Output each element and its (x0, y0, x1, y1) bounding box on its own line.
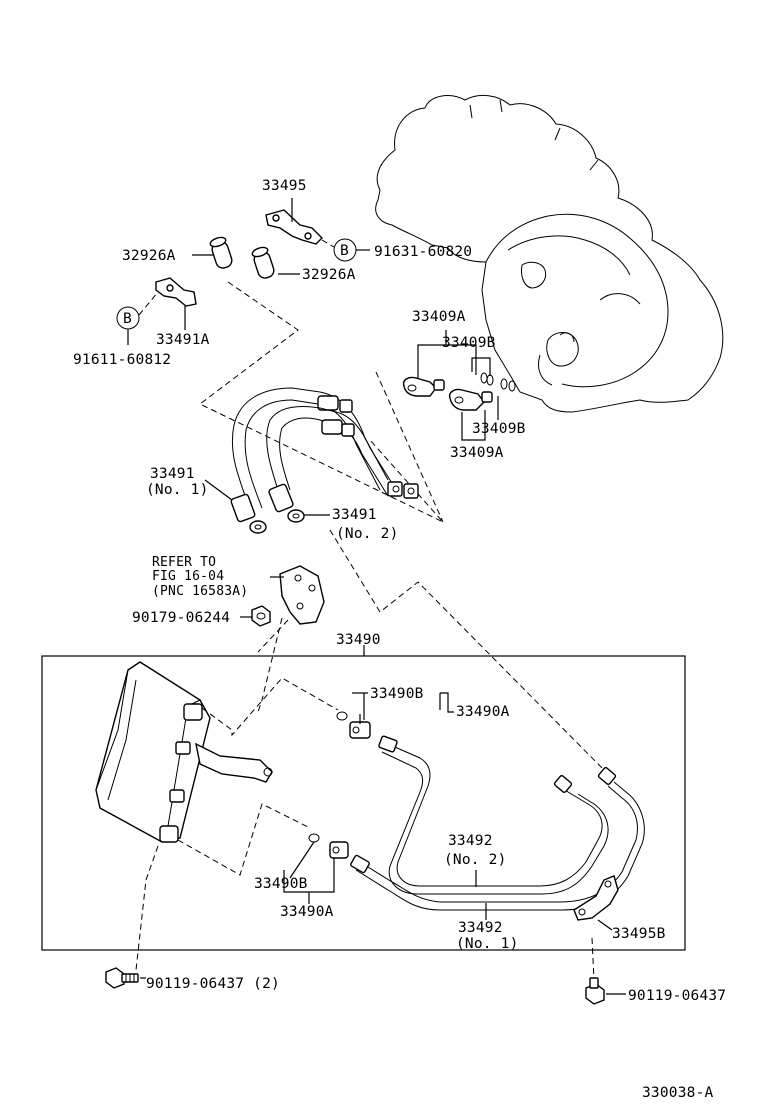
bracket-refer-16583a (279, 565, 325, 625)
label-32926a-bottom: 32926A (302, 267, 356, 283)
nut-90179 (251, 605, 271, 627)
label-90119-left: 90119-06437 (2) (146, 976, 280, 992)
label-33492-no1-number: 33492 (458, 920, 503, 936)
bracket-33495 (265, 198, 323, 245)
label-33490a-top: 33490A (456, 704, 510, 720)
label-refer-line1: REFER TO (152, 555, 216, 570)
label-refer-line2: FIG 16-04 (152, 569, 224, 584)
label-90119-right: 90119-06437 (628, 988, 726, 1004)
label-33491a: 33491A (156, 332, 210, 348)
label-33409a-bottom: 33409A (450, 445, 504, 461)
label-33491-no1-sub: (No. 1) (146, 482, 209, 498)
label-33409b-top: 33409B (442, 335, 496, 351)
label-33492-no1-sub: (No. 1) (456, 936, 519, 952)
label-33409b-bottom: 33409B (472, 421, 526, 437)
transaxle-housing (375, 94, 724, 413)
label-32926a-top: 32926A (122, 248, 176, 264)
label-33492-no2-number: 33492 (448, 833, 493, 849)
label-refer-line3: (PNC 16583A) (152, 584, 248, 599)
union-33490a-lower (329, 841, 349, 859)
bolt-90119-right (585, 977, 605, 1005)
union-33490a-upper (349, 721, 371, 739)
label-33409a-top: 33409A (412, 309, 466, 325)
label-33495b: 33495B (612, 926, 666, 942)
hose-33491-no1 (230, 387, 389, 534)
label-33495: 33495 (262, 178, 307, 194)
union-33409a-upper (402, 376, 445, 397)
bolt-b-left-callout (116, 291, 159, 345)
label-33491-no2-number: 33491 (332, 507, 377, 523)
clamp-33491a (155, 277, 197, 330)
hose-32926a-upper (209, 236, 233, 269)
label-bolt-b-left: B (123, 311, 132, 327)
label-33492-no2-sub: (No. 2) (444, 852, 507, 868)
bolt-90119-left (105, 967, 139, 989)
union-33409a-lower (448, 388, 493, 411)
label-33490a-bottom: 33490A (280, 904, 334, 920)
hose-33491-no2 (266, 406, 396, 523)
label-33491-no1-number: 33491 (150, 466, 195, 482)
label-33491-no2-sub: (No. 2) (336, 526, 399, 542)
oil-cooler (95, 661, 273, 843)
hose-32926a-lower (251, 246, 275, 279)
gasket-33490b-upper (336, 711, 348, 721)
label-90179: 90179-06244 (132, 610, 230, 626)
bracket-33495b (573, 875, 619, 921)
gasket-33490b-lower (308, 833, 320, 843)
label-91631: 91631-60820 (374, 244, 472, 260)
label-91611: 91611-60812 (73, 352, 171, 368)
label-bolt-b-top: B (340, 243, 349, 259)
diagram-id: 330038-A (642, 1085, 714, 1101)
label-33490: 33490 (336, 632, 381, 648)
hose-ends-right (387, 481, 419, 499)
bolt-b-top-callout (321, 238, 370, 262)
label-33490b-bottom: 33490B (254, 876, 308, 892)
label-33490b-top: 33490B (370, 686, 424, 702)
tube-33492-no2 (378, 735, 609, 895)
